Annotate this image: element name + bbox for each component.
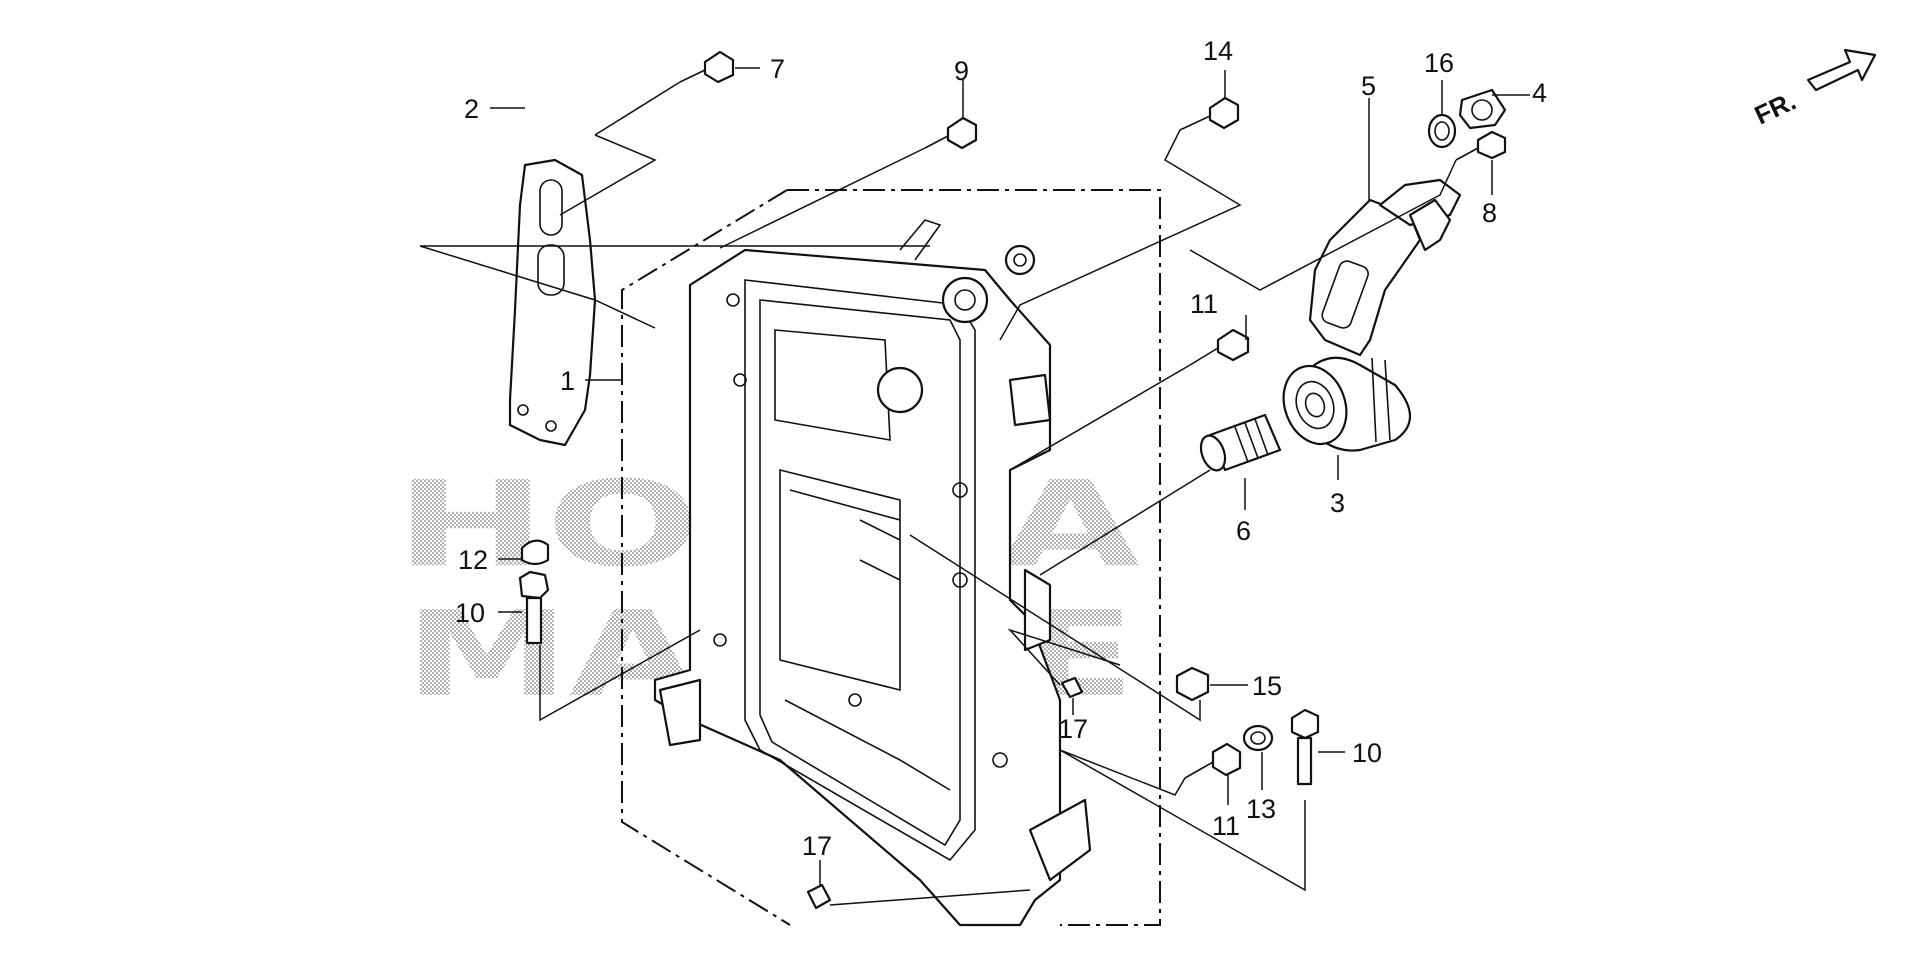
callout-5: 5 bbox=[1361, 71, 1376, 101]
bolt-10-left bbox=[518, 570, 550, 645]
callout-13: 13 bbox=[1246, 794, 1276, 824]
bolt-10-right bbox=[1290, 708, 1320, 786]
callout-7: 7 bbox=[770, 54, 785, 84]
callout-14: 14 bbox=[1203, 36, 1233, 66]
oil-filter bbox=[1282, 356, 1411, 452]
assembly-boundary bbox=[621, 189, 1161, 926]
dowel-17-upper bbox=[1060, 676, 1084, 699]
callout-16: 16 bbox=[1424, 48, 1454, 78]
bolt-9 bbox=[924, 116, 978, 150]
callout-3: 3 bbox=[1330, 488, 1345, 518]
chain-case-body bbox=[653, 219, 1092, 927]
callout-4: 4 bbox=[1532, 78, 1547, 108]
callout-11a: 11 bbox=[1190, 289, 1218, 319]
callout-11b: 11 bbox=[1212, 811, 1240, 841]
bolt-8 bbox=[1455, 130, 1507, 161]
callout-10a: 10 bbox=[455, 598, 485, 628]
callout-9: 9 bbox=[954, 56, 969, 86]
callout-15: 15 bbox=[1252, 671, 1282, 701]
sensor-cap bbox=[1458, 88, 1507, 130]
filter-fitting bbox=[1199, 413, 1282, 472]
bolt-11-upper bbox=[1189, 328, 1250, 366]
cap-12 bbox=[520, 539, 550, 566]
sensor-bracket bbox=[1308, 178, 1462, 357]
callout-12: 12 bbox=[458, 545, 488, 575]
callout-17a: 17 bbox=[1058, 714, 1088, 744]
bolt-14 bbox=[1179, 96, 1240, 131]
bolt-7 bbox=[679, 50, 735, 84]
callout-2: 2 bbox=[464, 94, 479, 124]
dowel-17-lower bbox=[806, 883, 832, 910]
o-ring bbox=[1427, 113, 1457, 149]
leader-lines bbox=[419, 67, 1530, 906]
washer-13 bbox=[1242, 724, 1274, 752]
nut-15 bbox=[1175, 666, 1210, 702]
bolt-11-lower bbox=[1184, 742, 1242, 779]
callout-10b: 10 bbox=[1352, 738, 1382, 768]
callout-labels: 1 2 3 4 5 6 7 8 9 10 10 11 11 12 13 14 1… bbox=[455, 36, 1547, 861]
hanger-plate bbox=[508, 158, 597, 447]
callout-1: 1 bbox=[560, 366, 575, 396]
callout-6: 6 bbox=[1236, 516, 1251, 546]
front-arrow-icon bbox=[1806, 48, 1877, 92]
front-label: FR. bbox=[1750, 86, 1801, 131]
front-direction-indicator: FR. bbox=[1750, 48, 1877, 131]
callout-8: 8 bbox=[1482, 198, 1497, 228]
callout-17b: 17 bbox=[802, 831, 832, 861]
